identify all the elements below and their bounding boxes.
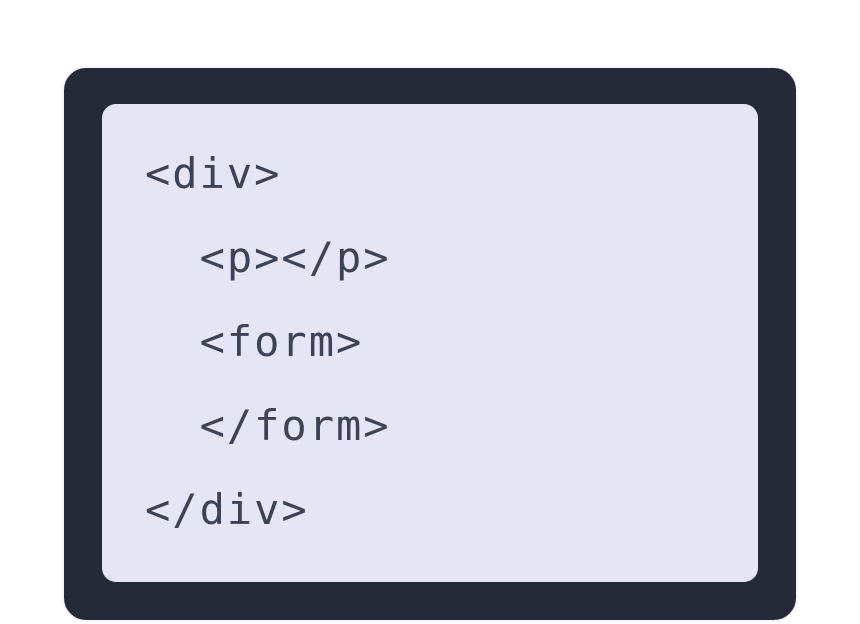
code-line-form-open: <form>	[145, 317, 364, 366]
code-line-p-tag: <p></p>	[145, 233, 391, 282]
code-editor-panel: <div> <p></p> <form> </form> </div>	[102, 104, 758, 582]
code-card: <div> <p></p> <form> </form> </div>	[62, 66, 798, 622]
code-line-form-close: </form>	[145, 401, 391, 450]
code-line-div-close: </div>	[145, 485, 309, 534]
code-line-div-open: <div>	[145, 149, 282, 198]
